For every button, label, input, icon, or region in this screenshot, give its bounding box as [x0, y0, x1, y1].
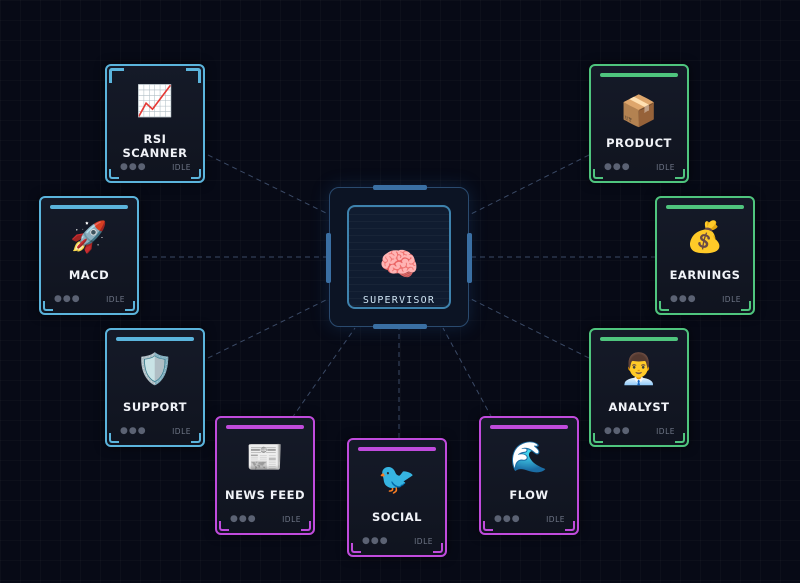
agent-card-product[interactable]: 📦 PRODUCT ●●● IDLE	[589, 64, 689, 183]
agent-card-social[interactable]: 🐦 SOCIAL ●●● IDLE	[347, 438, 447, 557]
accent-bar	[358, 447, 436, 451]
connector-nub	[326, 233, 331, 283]
agent-card-earnings[interactable]: 💰 EARNINGS ●●● IDLE	[655, 196, 755, 315]
agent-card-flow[interactable]: 🌊 FLOW ●●● IDLE	[479, 416, 579, 535]
divider	[381, 308, 417, 309]
chart-increasing-icon: 📈	[136, 84, 174, 119]
agent-label: NEWS FEED	[224, 488, 306, 502]
package-icon: 📦	[620, 94, 658, 129]
link-product	[468, 154, 590, 216]
agent-card-support[interactable]: 🛡️ SUPPORT ●●● IDLE	[105, 328, 205, 447]
connector-nub	[373, 185, 427, 190]
status-dots: ●●●	[494, 514, 521, 524]
supervisor-core: 🧠 SUPERVISOR	[347, 205, 451, 309]
accent-bar	[490, 425, 568, 429]
accent-bar	[226, 425, 304, 429]
accent-bar	[116, 337, 194, 341]
brain-icon: 🧠	[379, 245, 419, 283]
status-badge: IDLE	[656, 163, 675, 172]
bird-icon: 🐦	[378, 462, 416, 497]
money-bag-icon: 💰	[686, 220, 724, 255]
status-dots: ●●●	[670, 294, 697, 304]
agent-label: SOCIAL	[371, 510, 422, 524]
agent-label: SUPPORT	[123, 400, 187, 414]
supervisor-label: SUPERVISOR	[362, 295, 436, 306]
status-badge: IDLE	[546, 515, 565, 524]
status-dots: ●●●	[54, 294, 81, 304]
accent-bar	[600, 337, 678, 341]
status-dots: ●●●	[604, 162, 631, 172]
agent-card-rsi-scanner[interactable]: 📈 RSI SCANNER ●●● IDLE	[105, 64, 205, 183]
rocket-icon: 🚀	[70, 220, 108, 255]
status-badge: IDLE	[172, 427, 191, 436]
link-analyst	[468, 297, 590, 359]
link-support	[207, 297, 331, 359]
status-badge: IDLE	[282, 515, 301, 524]
agent-card-news-feed[interactable]: 📰 NEWS FEED ●●● IDLE	[215, 416, 315, 535]
newspaper-icon: 📰	[246, 440, 284, 475]
status-dots: ●●●	[120, 426, 147, 436]
agent-label: MACD	[68, 268, 110, 282]
status-dots: ●●●	[362, 536, 389, 546]
agent-card-macd[interactable]: 🚀 MACD ●●● IDLE	[39, 196, 139, 315]
connector-nub	[373, 324, 427, 329]
link-flow	[442, 327, 493, 419]
accent-bar	[666, 205, 744, 209]
person-office-worker-icon: 👨‍💼	[620, 352, 658, 387]
status-badge: IDLE	[722, 295, 741, 304]
accent-bar	[600, 73, 678, 77]
status-dots: ●●●	[120, 162, 147, 172]
status-badge: IDLE	[656, 427, 675, 436]
agent-label: PRODUCT	[606, 136, 672, 150]
agent-label: RSI SCANNER	[122, 132, 188, 160]
wave-icon: 🌊	[510, 440, 548, 475]
link-news-feed	[291, 327, 356, 419]
link-rsi-scanner	[207, 154, 331, 216]
agent-label: FLOW	[509, 488, 549, 502]
supervisor-node[interactable]: 🧠 SUPERVISOR	[326, 185, 472, 329]
shield-icon: 🛡️	[136, 352, 174, 387]
agent-card-analyst[interactable]: 👨‍💼 ANALYST ●●● IDLE	[589, 328, 689, 447]
connector-nub	[467, 233, 472, 283]
status-badge: IDLE	[106, 295, 125, 304]
status-badge: IDLE	[172, 163, 191, 172]
agent-label: ANALYST	[608, 400, 670, 414]
status-badge: IDLE	[414, 537, 433, 546]
status-dots: ●●●	[230, 514, 257, 524]
accent-bar	[50, 205, 128, 209]
agent-label: EARNINGS	[669, 268, 741, 282]
status-dots: ●●●	[604, 426, 631, 436]
